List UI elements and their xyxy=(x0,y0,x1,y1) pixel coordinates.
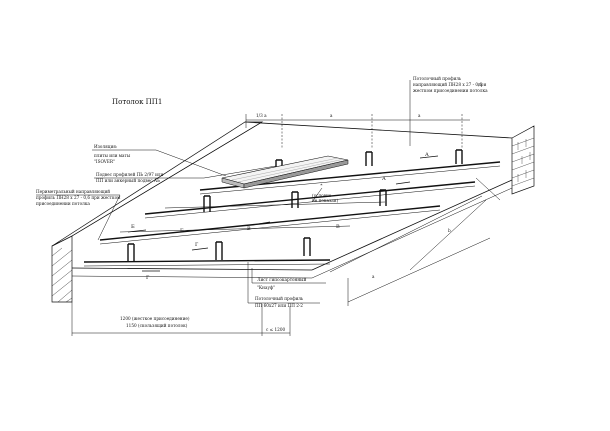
dim-bottom-right: с ≤ 1200 xyxy=(266,327,286,332)
callout-ceiling-profile-bottom: Потолочный профиль ПП 60x27 или ПП 2-2 xyxy=(247,262,320,308)
section-mark-v-left: В xyxy=(247,226,251,232)
callout-ceiling-profile-bottom-line-1: Потолочный профиль xyxy=(255,296,304,301)
hangers xyxy=(127,149,463,262)
callout-perimeter-profile-line-3: присоединении потолка xyxy=(36,201,90,206)
callout-ceiling-profile-top: Потолочный профиль направляющий ПН28 x 2… xyxy=(409,76,488,146)
dim-top-second: а xyxy=(330,113,333,118)
callout-perimeter-profile-line-1: Периметральный направляющий xyxy=(36,189,110,194)
callout-insulation-line-2: плиты или маты xyxy=(94,153,131,158)
dim-bottom-line-1: 1200 (жесткое присоединение) xyxy=(120,316,190,321)
callout-hanger-line-2: ПП или анкерный подвес АЬ xyxy=(96,178,160,183)
callout-drywall-line-1: Лист гипсокартонный xyxy=(257,277,306,282)
left-wall xyxy=(51,121,264,303)
callout-fastening-line-2: не показан) xyxy=(312,198,339,203)
callout-fastening: ∗ (условно не показан) xyxy=(311,182,339,203)
callout-insulation-line-3: "ISOVER" xyxy=(94,159,115,164)
callout-ceiling-profile-top-line-2: направляющий ПН28 x 27 - 0,6 xyxy=(413,82,482,87)
callout-insulation-line-1: Изоляция: xyxy=(94,144,117,149)
callout-hanger-line-1: Подвес профилей ПЬ 2/97 или xyxy=(96,172,164,177)
callout-fastening-mark: ∗ xyxy=(320,182,323,187)
callout-ceiling-profile-bottom-line-2: ПП 60x27 или ПП 2-2 xyxy=(255,303,303,308)
right-wall xyxy=(511,125,535,195)
callout-perimeter-profile-line-2: профиль ПН28 x 27 - 0,6 при жестком xyxy=(36,195,121,200)
section-mark-a-mid: А xyxy=(382,176,386,182)
dim-bottom-line-2: 1150 (скользящий потолок) xyxy=(126,323,188,328)
callout-insulation: Изоляция: плиты или маты "ISOVER" xyxy=(92,144,227,177)
upper-profiles xyxy=(99,161,501,245)
dim-top-first: 1/3 а xyxy=(256,113,267,118)
section-mark-g-bottom: Г xyxy=(146,275,150,281)
bottom-dimension: 1200 (жесткое присоединение) 1150 (сколь… xyxy=(71,302,291,336)
section-mark-g-top: Г xyxy=(195,242,199,248)
insulation-slab xyxy=(221,155,349,189)
callout-ceiling-profile-top-line-3: при xyxy=(478,82,486,87)
dim-side-b: b xyxy=(448,228,451,233)
section-mark-a-top: А xyxy=(425,152,429,158)
callout-drywall: Лист гипсокартонный "Кнауф" xyxy=(251,268,326,290)
top-dimension: 1/3 а а а xyxy=(245,113,470,148)
callout-drywall-line-2: "Кнауф" xyxy=(257,285,275,290)
section-marks: А А Б Б В В Г Г xyxy=(127,152,439,281)
callout-fastening-line-1: (условно xyxy=(312,193,332,198)
ceiling-plane xyxy=(71,121,513,279)
section-mark-b-left: Б xyxy=(131,224,135,230)
lower-profiles xyxy=(83,201,386,267)
dim-top-third: а xyxy=(418,113,421,118)
section-mark-b-right: Б xyxy=(180,228,184,234)
callout-ceiling-profile-top-line-1: Потолочный профиль xyxy=(413,76,462,81)
dim-side-a: а xyxy=(372,274,375,279)
callout-perimeter-profile: Периметральный направляющий профиль ПН28… xyxy=(36,189,121,241)
section-mark-v-right: В xyxy=(336,224,340,230)
callout-ceiling-profile-top-line-4: жестком присоединении потолка xyxy=(413,88,488,93)
callout-hanger: Подвес профилей ПЬ 2/97 или ПП или анкер… xyxy=(94,165,277,183)
side-dimensions: b а xyxy=(347,177,501,306)
diagram-title: Потолок ПП1 xyxy=(112,98,162,106)
